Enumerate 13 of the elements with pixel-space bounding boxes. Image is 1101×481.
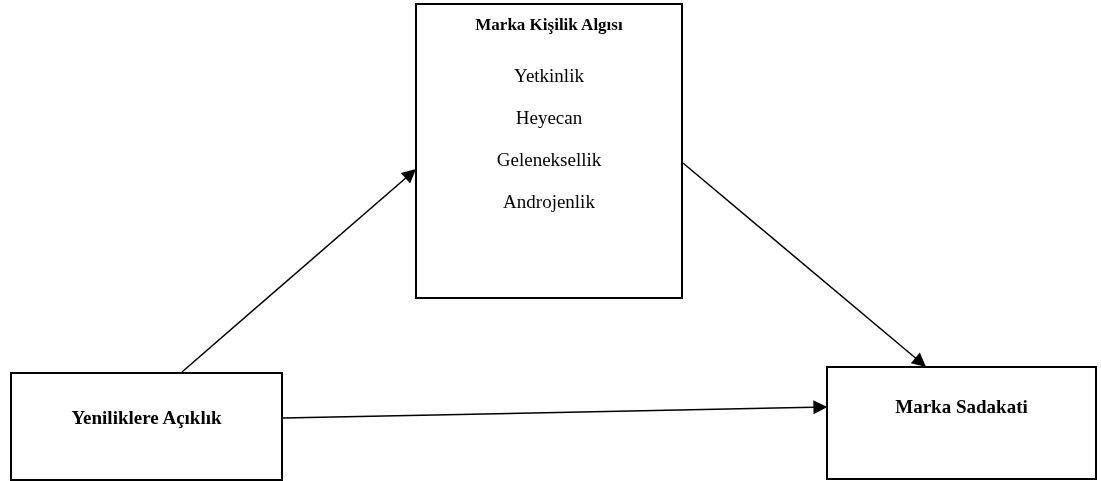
- arrow: [181, 169, 417, 373]
- dimension-item: Yetkinlik: [513, 65, 585, 87]
- arrow: [282, 400, 828, 419]
- concept-box: [415, 3, 683, 299]
- box-heading: Marka Kişilik Algısı: [474, 15, 624, 35]
- dimension-item: Geleneksellik: [495, 149, 603, 171]
- dimension-item: Heyecan: [514, 107, 584, 129]
- arrow: [682, 162, 927, 367]
- box-heading: Yeniliklere Açıklık: [70, 407, 223, 429]
- box-heading: Marka Sadakati: [894, 396, 1029, 418]
- construct-box: [10, 372, 283, 481]
- dimension-item: Androjenlik: [502, 191, 596, 213]
- construct-box: [826, 366, 1097, 480]
